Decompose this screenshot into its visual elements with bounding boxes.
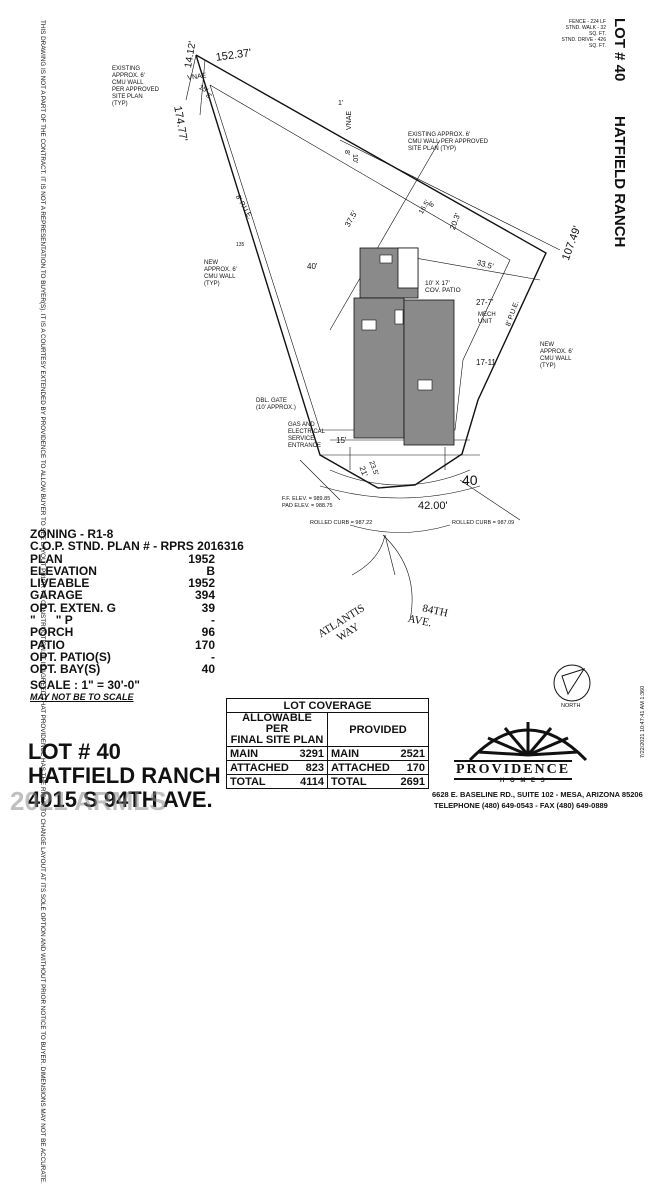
cop-plan: C.O.P. STND. PLAN # - RPRS 2016316 <box>30 539 244 554</box>
north-arrow <box>553 664 591 702</box>
providence-logo-icon <box>468 722 588 762</box>
print-stamp: 7/22/2021 10:47:41 AM 1:360 <box>640 685 646 758</box>
spec-row: " " P- <box>30 613 215 628</box>
builder-address: 6628 E. BASELINE RD., SUITE 102 - MESA, … <box>432 790 643 799</box>
fence-note: FENCE - 224 LF <box>569 19 606 25</box>
curb-left: ROLLED CURB = 987.22 <box>310 520 373 526</box>
dim-ten: 10' <box>351 154 358 164</box>
dim-one: 1' <box>338 100 344 107</box>
coverage-title: LOT COVERAGE <box>226 698 429 713</box>
existing-wall-note-2: EXISTING APPROX. 6' CMU WALL PER APPROVE… <box>408 132 488 152</box>
scale-note: MAY NOT BE TO SCALE <box>30 691 134 702</box>
ff-elevation: F.F. ELEV. = 989.85 <box>282 496 331 502</box>
north-label: NORTH <box>561 703 581 709</box>
coverage-col-provided: PROVIDED <box>327 712 429 747</box>
builder-phone: TELEPHONE (480) 649-0543 - FAX (480) 649… <box>434 801 608 810</box>
covered-patio-label: 10' X 17' COV. PATIO <box>425 280 461 294</box>
title-subdivision: HATFIELD RANCH <box>28 763 221 788</box>
dim-front: 42.00' <box>418 500 448 512</box>
spec-row: OPT. PATIO(S)- <box>30 649 215 664</box>
dim-mech: 27-7' <box>476 298 494 307</box>
site-plan <box>185 54 591 762</box>
curb-right: ROLLED CURB = 987.09 <box>452 520 515 526</box>
house-footprint <box>353 247 455 446</box>
vnae-right: VNAE <box>346 110 353 130</box>
walk-note: STND. WALK - 32 SQ. FT. <box>565 25 606 37</box>
dim-eight-b: 8' <box>343 150 350 156</box>
lot-coverage-table: LOT COVERAGE ALLOWABLE PER FINAL SITE PL… <box>226 698 429 789</box>
existing-wall-note-1: EXISTING APPROX. 6' CMU WALL PER APPROVE… <box>112 66 160 107</box>
dim-setback: 15' <box>336 436 347 445</box>
dim-small-mark: 135 <box>236 242 245 248</box>
scale-label: SCALE : 1" = 30'-0" <box>30 677 140 692</box>
dim-front-side: 17-11' <box>476 358 498 367</box>
coverage-col-allowable: ALLOWABLE PER FINAL SITE PLAN <box>226 712 328 747</box>
lot-boundary <box>195 54 547 489</box>
lot-number-marker: 40 <box>462 472 478 488</box>
quantities-note: FENCE - 224 LF STND. WALK - 32 SQ. FT. S… <box>556 19 606 49</box>
elevation-notes: F.F. ELEV. = 989.85 PAD ELEV. = 988.75 <box>282 496 333 510</box>
builder-sub: H O M E S <box>500 778 547 784</box>
double-gate-label: DBL. GATE (10' APPROX.) <box>256 398 296 411</box>
builder-name: PROVIDENCE <box>454 760 573 780</box>
title-address: 4015 S 94TH AVE. <box>28 787 213 812</box>
zoning: ZONING - R1-8 <box>30 527 114 541</box>
spec-list: ZONING - R1-8 C.O.P. STND. PLAN # - RPRS… <box>30 528 244 703</box>
armls-watermark: 2021 ARMLS <box>10 786 167 816</box>
title-lot: LOT # 40 <box>28 739 121 764</box>
drive-note: STND. DRIVE - 426 SQ. FT. <box>561 37 606 49</box>
new-wall-note-left: NEW APPROX. 6' CMU WALL (TYP) <box>204 260 237 287</box>
mech-unit-label: MECH UNIT <box>478 312 496 325</box>
pad-elevation: PAD ELEV. = 988.75 <box>282 503 333 509</box>
service-entrance-label: GAS AND ELECTRICAL SERVICE ENTRANCE <box>288 422 326 449</box>
setback-line <box>209 84 511 431</box>
spec-row: OPT. BAY(S)40 <box>30 662 215 677</box>
new-wall-note-right: NEW APPROX. 6' CMU WALL (TYP) <box>540 342 573 369</box>
dim-side-left: 40' <box>307 262 318 271</box>
